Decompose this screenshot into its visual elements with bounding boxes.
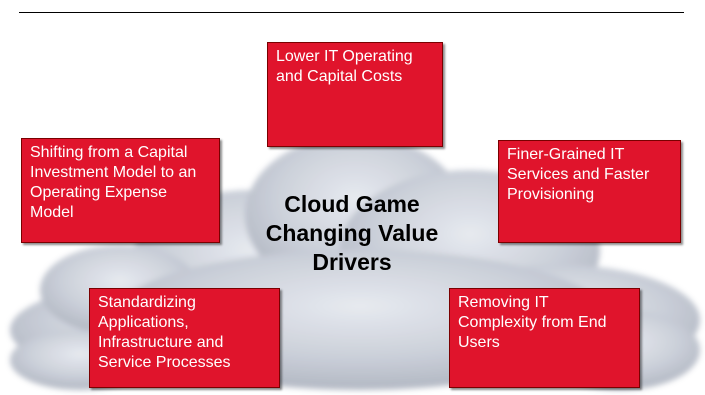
driver-box-right: Finer-Grained IT Services and Faster Pro… — [498, 140, 681, 243]
driver-box-top: Lower IT Operating and Capital Costs — [267, 42, 443, 147]
driver-box-bottom-right: Removing IT Complexity from End Users — [449, 288, 640, 388]
driver-text: Standardizing Applications, Infrastructu… — [98, 294, 231, 371]
diagram-center-title: Cloud Game Changing Value Drivers — [265, 191, 439, 275]
top-divider-line — [19, 12, 684, 13]
driver-text: Removing IT Complexity from End Users — [458, 294, 607, 351]
driver-box-bottom-left: Standardizing Applications, Infrastructu… — [89, 288, 280, 388]
driver-text: Finer-Grained IT Services and Faster Pro… — [507, 146, 650, 203]
driver-text: Lower IT Operating and Capital Costs — [276, 48, 413, 85]
driver-box-left: Shifting from a Capital Investment Model… — [21, 138, 220, 243]
driver-text: Shifting from a Capital Investment Model… — [30, 144, 197, 221]
